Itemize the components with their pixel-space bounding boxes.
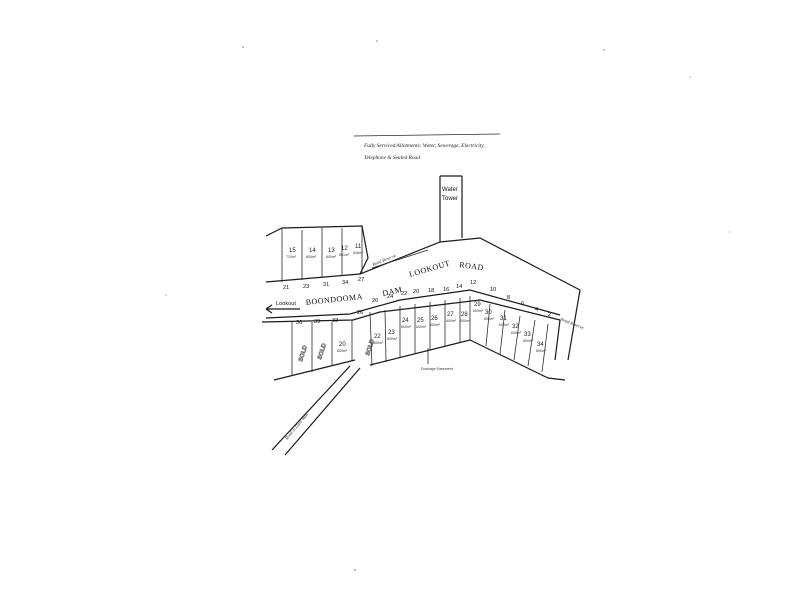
south-lots: SOLD 22 600m² 23 600m² 24 600m² 25 600m²… bbox=[365, 296, 549, 373]
lot-12-area: 561m² bbox=[339, 253, 350, 257]
lot-20: 20 bbox=[339, 342, 346, 348]
lot-25-area: 600m² bbox=[416, 325, 427, 329]
lot-sold-3: SOLD bbox=[365, 338, 376, 356]
lot-26: 26 bbox=[431, 316, 438, 322]
frontage-26: 26 bbox=[372, 298, 378, 304]
lot-sold-2: SOLD bbox=[317, 342, 328, 360]
services-note-line2: Telephone & Sealed Road bbox=[364, 155, 420, 161]
lot-33: 33 bbox=[524, 332, 531, 338]
frontage-26b: 26 bbox=[357, 310, 363, 316]
lot-31-area: 600m² bbox=[499, 323, 510, 327]
frontage-14: 14 bbox=[456, 284, 462, 290]
lot-28-area: 600m² bbox=[460, 319, 471, 323]
road-names: BOONDOOMA DAM LOOKOUT ROAD bbox=[305, 259, 484, 307]
scan-speckles bbox=[165, 40, 731, 571]
lookout-arrow-label: Lookout bbox=[276, 301, 296, 307]
road-name-road: ROAD bbox=[459, 260, 485, 272]
lot-15: 15 bbox=[289, 248, 296, 254]
lot-14: 14 bbox=[309, 248, 316, 254]
road-to-dam-wall-label: Road to Dam Wall bbox=[283, 411, 309, 441]
water-tower-label-2: Tower bbox=[442, 196, 458, 202]
frontage-numbers-top: 21 23 31 34 27 bbox=[283, 277, 364, 291]
frontage-16: 16 bbox=[443, 287, 449, 293]
south-west-lots: SOLD SOLD 20 600m² bbox=[291, 320, 353, 376]
lot-23-area: 600m² bbox=[387, 337, 398, 341]
lot-14-area: 600m² bbox=[306, 255, 317, 259]
frontage-4: 4 bbox=[535, 307, 538, 313]
lot-25: 25 bbox=[417, 318, 424, 324]
frontage-12: 12 bbox=[470, 280, 476, 286]
lot-30: 30 bbox=[485, 310, 492, 316]
lot-11-area: 546m² bbox=[353, 251, 364, 255]
frontage-10: 10 bbox=[490, 287, 496, 293]
lot-30-area: 600m² bbox=[484, 317, 495, 321]
north-lots: 15 710m² 14 600m² 13 600m² 12 561m² 11 5… bbox=[281, 226, 364, 282]
frontage-24: 24 bbox=[387, 294, 393, 300]
lot-15-area: 710m² bbox=[286, 255, 297, 259]
road-reserve-top-line bbox=[371, 249, 429, 269]
road-name-dam: DAM bbox=[382, 285, 404, 298]
road-name-lookout: LOOKOUT bbox=[408, 259, 451, 279]
lot-34: 34 bbox=[537, 342, 544, 348]
road-boundaries bbox=[261, 225, 581, 456]
lot-12: 12 bbox=[341, 246, 348, 252]
water-tower-label-1: Water bbox=[442, 187, 458, 193]
lot-27-area: 600m² bbox=[446, 319, 457, 323]
lookout-arrow: Lookout bbox=[265, 301, 300, 314]
frontage-2: 2 bbox=[548, 312, 551, 318]
road-name-boondooma: BOONDOOMA bbox=[305, 292, 363, 307]
lot-27: 27 bbox=[447, 312, 454, 318]
water-tower: Water Tower bbox=[439, 175, 463, 242]
frontage-numbers-bottom: 36 39 33 26 bbox=[296, 310, 363, 326]
lot-29-area: 600m² bbox=[473, 309, 484, 313]
frontage-8: 8 bbox=[507, 295, 510, 301]
frontage-34: 34 bbox=[342, 280, 348, 286]
lot-26-area: 600m² bbox=[430, 323, 441, 327]
lot-11: 11 bbox=[355, 244, 362, 250]
services-note-line1: Fully Serviced Allotments: Water, Sewera… bbox=[363, 143, 485, 149]
lot-31: 31 bbox=[500, 316, 507, 322]
frontage-31: 31 bbox=[323, 282, 329, 288]
lot-34-area: 600m² bbox=[536, 349, 547, 353]
frontage-20: 20 bbox=[413, 289, 419, 295]
frontage-27: 27 bbox=[358, 277, 364, 283]
frontage-18: 18 bbox=[428, 288, 434, 294]
frontage-23: 23 bbox=[303, 284, 309, 290]
frontage-6: 6 bbox=[521, 301, 524, 307]
lot-28: 28 bbox=[461, 312, 468, 318]
frontage-21: 21 bbox=[283, 285, 289, 291]
frontage-39: 39 bbox=[314, 319, 320, 325]
drainage-easement: Drainage Easement bbox=[421, 348, 453, 371]
frontage-33: 33 bbox=[332, 318, 338, 324]
lot-13: 13 bbox=[328, 248, 335, 254]
road-reserve-right-label: Road Reserve bbox=[559, 316, 585, 330]
lot-29: 29 bbox=[474, 302, 481, 308]
lot-20-area: 600m² bbox=[337, 349, 348, 353]
lot-32: 32 bbox=[512, 324, 519, 330]
lot-32-area: 600m² bbox=[511, 331, 522, 335]
lot-22-area: 600m² bbox=[373, 341, 384, 345]
lot-13-area: 600m² bbox=[326, 255, 337, 259]
note-rule bbox=[353, 133, 501, 137]
drainage-label: Drainage Easement bbox=[421, 367, 453, 371]
lot-24: 24 bbox=[402, 318, 409, 324]
frontage-numbers-mid: 26 24 22 20 18 16 14 12 10 8 6 4 2 bbox=[372, 280, 551, 318]
lot-33-area: 600m² bbox=[523, 339, 534, 343]
lot-23: 23 bbox=[388, 330, 395, 336]
frontage-22: 22 bbox=[401, 291, 407, 297]
frontage-36: 36 bbox=[296, 320, 302, 326]
lot-sold-1: SOLD bbox=[298, 344, 309, 362]
lot-24-area: 600m² bbox=[401, 325, 412, 329]
lot-22: 22 bbox=[374, 334, 381, 340]
